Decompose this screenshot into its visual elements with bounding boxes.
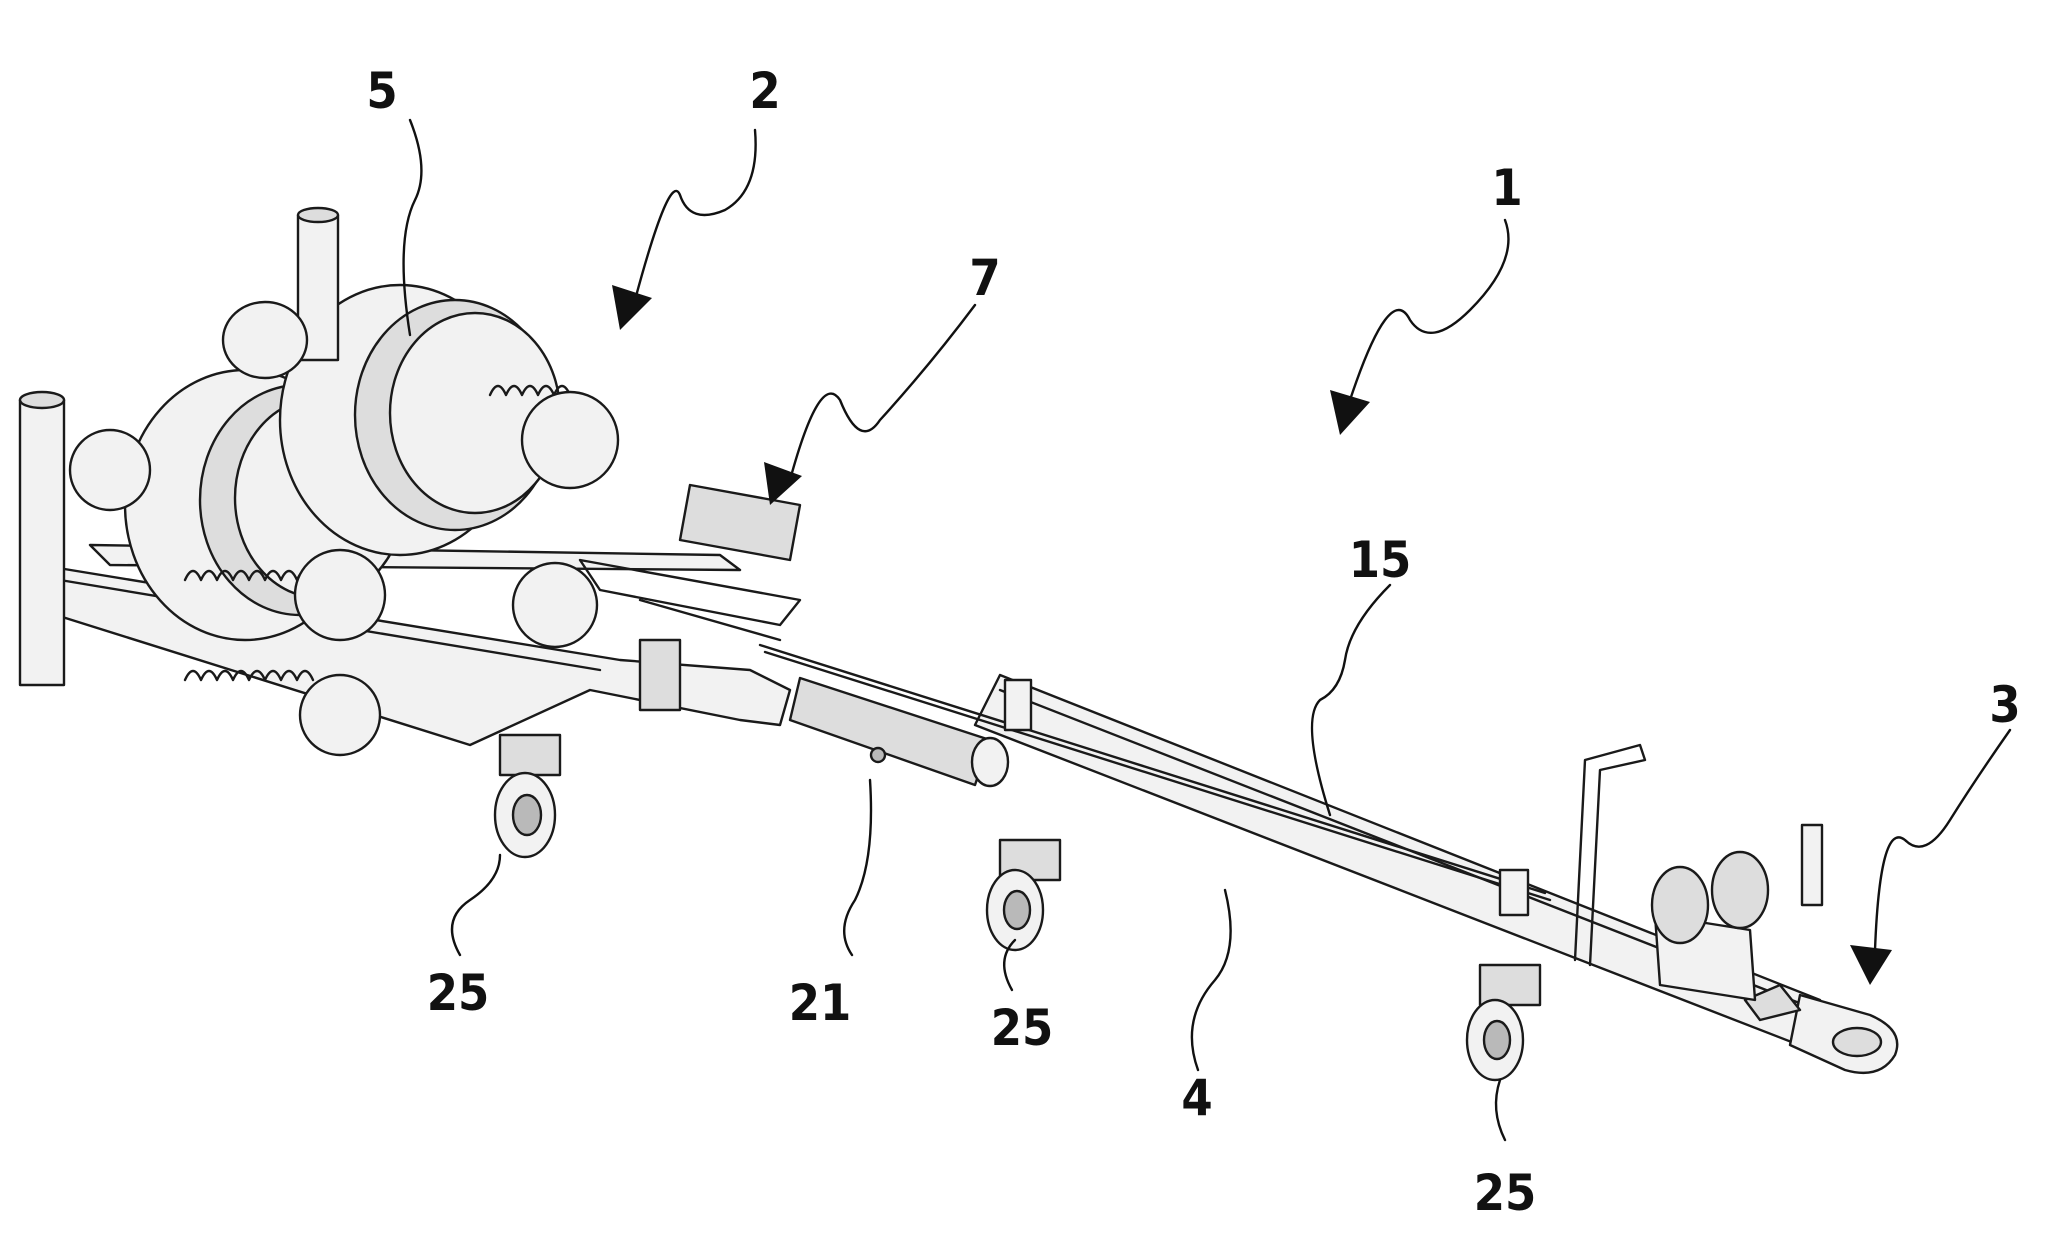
ref-label-2: 2 (749, 62, 780, 120)
caster-wheel-left (493, 733, 562, 859)
towing-eye (1831, 1026, 1883, 1058)
drum-rear (278, 283, 562, 557)
ref-label-25-right: 25 (1474, 1164, 1537, 1222)
ref-label-25-middle: 25 (991, 999, 1054, 1057)
winch (1650, 823, 1824, 1002)
ref-label-21: 21 (789, 974, 852, 1032)
reference-labels: 5 2 7 1 15 3 21 25 25 4 25 (366, 62, 2020, 1222)
ref-label-3: 3 (1989, 676, 2020, 734)
ref-label-5: 5 (366, 62, 397, 120)
caster-wheel-right (1465, 963, 1542, 1082)
brackets (1003, 678, 1647, 967)
caster-wheel-middle (985, 838, 1062, 952)
ref-label-4: 4 (1181, 1069, 1212, 1127)
leader-lines (402, 118, 2012, 1142)
ref-label-7: 7 (969, 249, 1000, 307)
ref-label-25-left: 25 (427, 964, 490, 1022)
vertical-posts (18, 206, 340, 687)
ref-label-1: 1 (1491, 159, 1522, 217)
end-caps (68, 300, 620, 757)
drawbar-beam (758, 643, 1899, 1075)
ref-label-15: 15 (1349, 531, 1412, 589)
cylinder (788, 676, 1010, 788)
